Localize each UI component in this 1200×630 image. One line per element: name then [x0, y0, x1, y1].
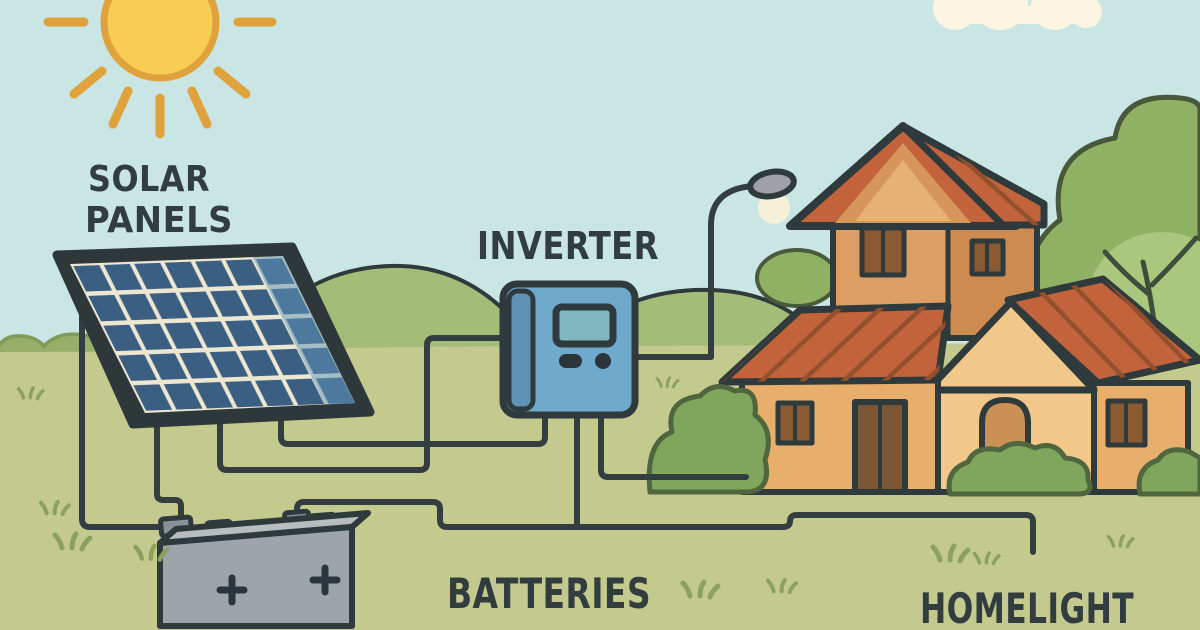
label-batteries: BATTERIES	[447, 569, 651, 618]
bush-middle	[946, 441, 1093, 497]
label-solar-line1: SOLAR	[88, 159, 210, 200]
label-solar-line2: PANELS	[85, 200, 233, 241]
inverter-indicator	[595, 353, 611, 369]
plus-icon	[309, 564, 341, 596]
battery	[157, 508, 371, 629]
sun-icon	[43, 0, 277, 139]
wire-battery-to-home	[294, 499, 1036, 555]
wire-panel-to-inverter	[217, 335, 507, 473]
solar-panel	[52, 242, 375, 429]
front-gable-center	[924, 298, 1098, 394]
bush-right	[1136, 447, 1200, 497]
wire-inverter-leg-right	[598, 412, 749, 480]
plus-icon	[216, 574, 248, 606]
inverter-screen	[552, 303, 617, 348]
back-gable-inner	[855, 160, 951, 221]
panel-cells-light-column	[252, 256, 355, 405]
battery-front	[157, 524, 355, 629]
inverter	[499, 280, 639, 419]
front-window-right	[1105, 398, 1148, 448]
cloud-icon	[933, 0, 1102, 30]
wire-panel-to-battery	[154, 421, 184, 522]
wires	[79, 303, 1036, 555]
tall-door	[852, 399, 908, 495]
back-window-left	[859, 225, 907, 278]
inverter-side-strip	[506, 288, 536, 412]
lamp-pole	[708, 183, 755, 360]
front-roof-left-stripes	[722, 306, 948, 382]
front-roof-right-stripes	[1008, 279, 1200, 383]
lamp-head	[747, 168, 797, 200]
wire-panel-leg-left	[79, 303, 165, 530]
inverter-button	[559, 354, 582, 368]
wire-inverter-leg-left	[278, 413, 548, 447]
label-inverter: INVERTER	[477, 224, 659, 268]
back-roof-stripes	[903, 126, 1044, 225]
front-wall-left	[739, 377, 941, 495]
front-window-left	[775, 400, 815, 446]
back-window-right	[969, 238, 1006, 277]
bush-behind-house	[755, 248, 839, 308]
bush-left	[646, 384, 771, 495]
label-homelight: HOMELIGHT	[920, 584, 1134, 630]
lamp-glow	[758, 192, 790, 224]
bushes	[646, 384, 1200, 497]
street-lamp	[708, 168, 797, 360]
